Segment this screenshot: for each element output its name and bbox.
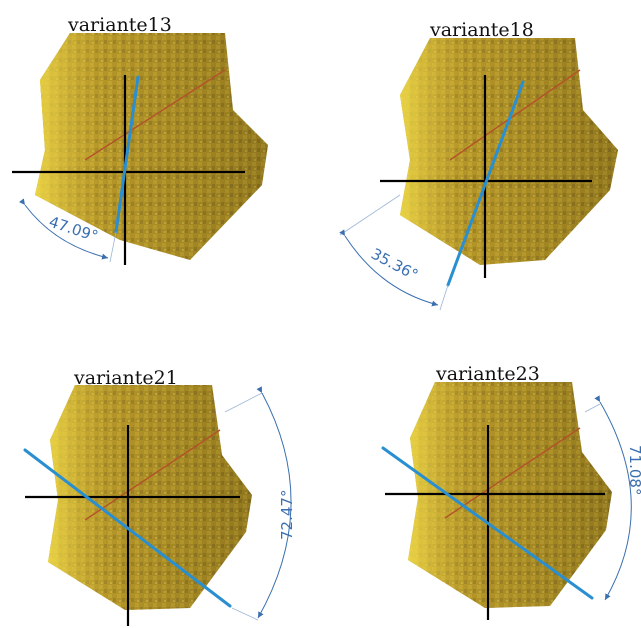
angle-arc (256, 386, 292, 619)
panel-variante18: variante18 35.36° (339, 19, 618, 311)
extension-line (339, 194, 401, 236)
orientation-line (446, 80, 525, 287)
variant-label: variante21 (73, 367, 178, 389)
variant-label: variante23 (435, 363, 540, 385)
orientation-line (381, 446, 594, 600)
angle-label: 71.08° (626, 445, 641, 495)
variant-label: variante13 (67, 14, 172, 36)
angle-arc (594, 395, 632, 601)
extension-line (439, 284, 449, 311)
inner-line (84, 429, 221, 521)
panel-variante23: variante23 71.08° (381, 363, 641, 620)
angle-arc (18, 198, 109, 260)
angle-arc (339, 229, 439, 307)
inner-line (84, 69, 226, 161)
inner-line (449, 69, 581, 161)
angle-label: 72.47° (278, 490, 296, 540)
inner-line (444, 427, 581, 519)
grain-shading (400, 38, 618, 265)
panel-variante13: variante13 47.09° (12, 14, 268, 265)
extension-line (109, 231, 117, 263)
orientation-line (23, 448, 232, 608)
extension-line (584, 403, 601, 413)
extension-line (224, 392, 263, 413)
panel-variante21: variante21 72.47° (23, 367, 296, 626)
angle-label: 35.36° (368, 245, 421, 285)
variant-label: variante18 (429, 19, 534, 41)
orientation-line (114, 75, 140, 234)
extension-line (231, 607, 259, 621)
